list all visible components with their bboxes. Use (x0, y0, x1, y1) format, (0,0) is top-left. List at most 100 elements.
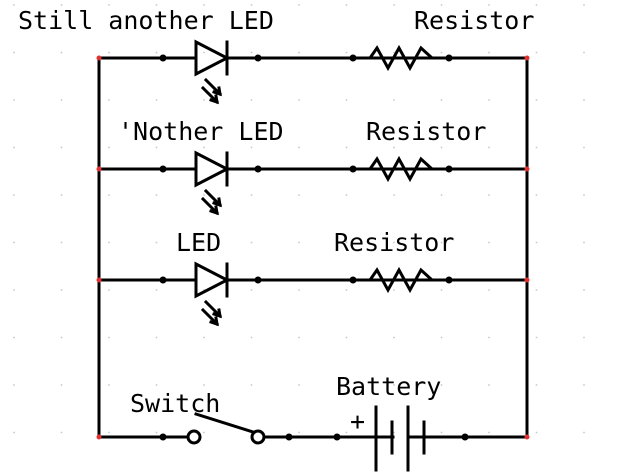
grid-dot (535, 194, 538, 196)
grid-dot (13, 336, 15, 339)
grid-dot (298, 289, 300, 291)
switch-lever (194, 412, 255, 434)
grid-dot (298, 336, 300, 339)
connection-dot (254, 276, 262, 284)
grid-dot (108, 4, 110, 6)
grid-dot (440, 289, 443, 291)
grid-dot (13, 241, 15, 244)
grid-dot (155, 194, 158, 196)
grid-dot (203, 384, 205, 386)
connection-dot (445, 54, 453, 62)
connection-dot (333, 433, 341, 441)
grid-dot (440, 194, 443, 196)
grid-dot (155, 241, 158, 244)
grid-dot (583, 194, 585, 196)
grid-dot (535, 336, 538, 339)
grid-dot (60, 194, 63, 196)
grid-dot (108, 289, 110, 291)
connection-dot (349, 165, 357, 173)
grid-dot (250, 194, 253, 196)
grid-dot (440, 241, 443, 244)
grid-dot (155, 336, 158, 339)
grid-dot (488, 431, 490, 434)
grid-dot (298, 51, 300, 54)
grid-dot (488, 336, 490, 339)
grid-dot (155, 99, 158, 101)
connection-dot (159, 433, 167, 441)
grid-dot (13, 99, 15, 101)
grid-dot (250, 4, 253, 6)
connection-dot (445, 276, 453, 284)
grid-dot (345, 336, 348, 339)
grid-dot (583, 289, 585, 291)
resistor-label-2: Resistor (366, 117, 486, 146)
resistor-label-3: Resistor (334, 228, 454, 257)
battery-label: Battery (336, 372, 441, 401)
grid-dot (60, 146, 63, 149)
grid-dot (155, 384, 158, 386)
grid-dot (250, 99, 253, 101)
grid-dot (60, 4, 63, 6)
grid-dot (203, 241, 205, 244)
connection-dot (159, 276, 167, 284)
grid-dot (393, 336, 395, 339)
grid-dot (440, 4, 443, 6)
grid-dot (440, 431, 443, 434)
grid-dot (203, 431, 205, 434)
grid-dot (393, 431, 395, 434)
grid-dot (250, 336, 253, 339)
grid-dot (583, 99, 585, 101)
junction-dot (96, 434, 102, 440)
grid-dot (203, 194, 205, 196)
grid-dot (60, 51, 63, 54)
grid-dot (155, 289, 158, 291)
connection-dot (159, 54, 167, 62)
grid-dot (535, 241, 538, 244)
grid-dot (535, 51, 538, 54)
grid-dot (535, 289, 538, 291)
grid-dot (250, 51, 253, 54)
grid-dot (393, 146, 395, 149)
led-symbol (194, 39, 231, 77)
branch-1 (194, 39, 452, 105)
grid-dot (108, 431, 110, 434)
grid-dot (488, 241, 490, 244)
branch-3 (194, 261, 452, 327)
grid-dot (298, 99, 300, 101)
led-label-2: 'Nother LED (118, 117, 284, 146)
grid-dot (535, 146, 538, 149)
connection-dot (285, 433, 293, 441)
grid-dot (488, 146, 490, 149)
connection-dot (445, 165, 453, 173)
grid-dot (488, 4, 490, 6)
grid-dot (108, 99, 110, 101)
grid-dot (60, 336, 63, 339)
grid-dot (535, 431, 538, 434)
grid-dot (488, 99, 490, 101)
grid-dot (298, 146, 300, 149)
grid-dot (583, 146, 585, 149)
led-label-3: LED (176, 228, 221, 257)
junction-dot (96, 277, 102, 283)
connection-dot (461, 433, 469, 441)
grid-dot (13, 384, 15, 386)
grid-dot (298, 194, 300, 196)
grid-dot (488, 194, 490, 196)
grid-dot (203, 51, 205, 54)
connection-dot (349, 276, 357, 284)
grid-dot (440, 384, 443, 386)
light-emission-arrows-icon (200, 188, 223, 216)
grid-dot (345, 431, 348, 434)
grid-dot (488, 289, 490, 291)
grid-dot (203, 4, 205, 6)
grid-dot (345, 99, 348, 101)
connection-dot (254, 54, 262, 62)
led-label-1: Still another LED (18, 6, 274, 35)
grid-dot (60, 431, 63, 434)
grid-dot (393, 99, 395, 101)
light-emission-arrows-icon (200, 77, 223, 105)
junction-dot (524, 55, 530, 61)
switch-contact (250, 429, 266, 445)
grid-dot (60, 384, 63, 386)
grid-dot (155, 51, 158, 54)
